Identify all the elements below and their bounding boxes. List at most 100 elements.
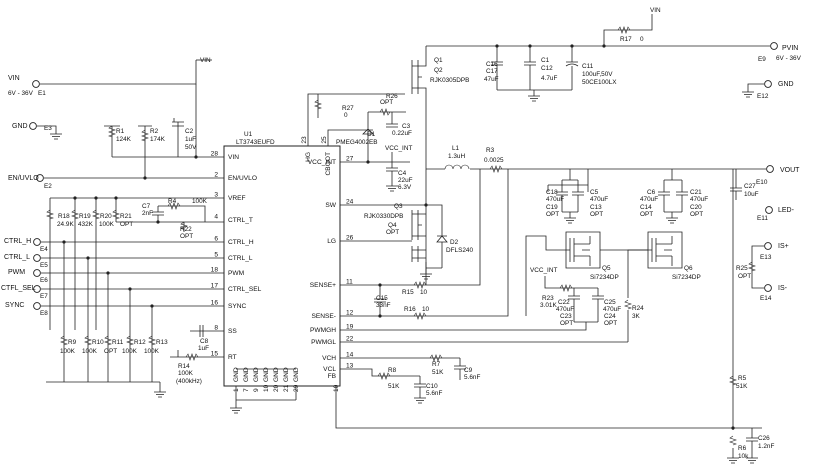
- terminal-e4[interactable]: [33, 238, 41, 246]
- c4-rating: 6.3V: [398, 184, 412, 191]
- c4-ref: C4: [398, 170, 407, 177]
- ic-pin-num-left: 8: [214, 325, 218, 332]
- c1-ref: C1: [541, 57, 550, 64]
- ic-pin-num-bottom: 21: [283, 384, 290, 392]
- r19-value: 432K: [78, 221, 94, 228]
- ic-pin-num-left: 17: [211, 283, 219, 290]
- net-label-vcc-int-1: VCC_INT: [385, 145, 412, 152]
- r12-ref: R12: [134, 339, 146, 346]
- r26-ref: R26: [386, 93, 398, 100]
- terminal-e10-id: E10: [756, 179, 768, 186]
- terminal-e12-id: E12: [757, 93, 769, 100]
- c5-ref: C5: [590, 189, 599, 196]
- r1-ref: R1: [116, 128, 125, 135]
- terminal-e8[interactable]: [33, 302, 41, 310]
- r25-value: OPT: [738, 273, 751, 280]
- r7-ref: R7: [432, 361, 441, 368]
- c14-ref: C14: [640, 204, 652, 211]
- c20-ref: C20: [690, 204, 702, 211]
- ic-pin-num-left: 16: [211, 300, 219, 307]
- c18-value: 470uF: [546, 196, 564, 203]
- ic-pin-name-left: VREF: [228, 195, 246, 202]
- ic-pin-num-fb: 10: [333, 384, 340, 392]
- c19-ref: C19: [546, 204, 558, 211]
- ic-pin-name-right: LG: [327, 238, 336, 245]
- r20-ref: R20: [100, 213, 112, 220]
- terminal-e7[interactable]: [33, 285, 41, 293]
- terminal-e2-id: E2: [44, 183, 52, 190]
- c12-value: 4.7uF: [541, 75, 557, 82]
- c26-ref: C26: [758, 435, 770, 442]
- c8-ref: C8: [200, 338, 209, 345]
- c6-value: 470uF: [640, 196, 658, 203]
- c5-value: 470uF: [590, 196, 608, 203]
- ic-pin-num-right: 19: [346, 324, 354, 331]
- ic-pin-name-left: SS: [228, 328, 237, 335]
- ic-pin-name-right: VCL: [323, 366, 336, 373]
- terminal-e1[interactable]: [32, 80, 40, 88]
- terminal-e7-id: E7: [40, 293, 48, 300]
- terminal-e2[interactable]: [36, 174, 44, 182]
- ic-pin-num-right: 26: [346, 235, 354, 242]
- c10-value: 5.6nF: [426, 390, 442, 397]
- c13-value: OPT: [590, 211, 603, 218]
- c22-value: 470uF: [556, 306, 574, 313]
- ic-pin-num-left: 2: [214, 172, 218, 179]
- q5-ref: Q5: [602, 265, 611, 272]
- c24-ref: C24: [604, 313, 616, 320]
- terminal-e9[interactable]: [770, 42, 778, 50]
- terminal-e10[interactable]: [766, 165, 774, 173]
- r1-value: 124K: [116, 136, 132, 143]
- d1-part: PMEG4002EB: [336, 139, 378, 146]
- r13-value: 100K: [144, 348, 160, 355]
- terminal-e8-net: SYNC: [5, 302, 24, 309]
- ic-pin-name-right: SENSE-: [311, 313, 336, 320]
- terminal-e14[interactable]: [764, 284, 772, 292]
- r4-value: 100K: [192, 198, 208, 205]
- ic-u1-part: LT3743EUFD: [236, 139, 275, 146]
- r3-ref: R3: [486, 147, 495, 154]
- q6-part: Si7234DP: [672, 274, 701, 281]
- ic-pin-name-bottom: GND: [233, 367, 240, 382]
- ic-pin-name-bottom: GND: [283, 367, 290, 382]
- c14-value: OPT: [640, 211, 653, 218]
- terminal-e13[interactable]: [764, 242, 772, 250]
- c7-ref: C7: [142, 203, 151, 210]
- r5-value: 51K: [736, 383, 748, 390]
- ic-u1-body: [223, 145, 341, 387]
- r2-value: 174K: [150, 136, 166, 143]
- c11-ref: C11: [582, 63, 594, 70]
- terminal-e9-id: E9: [758, 56, 766, 63]
- ic-pin-name-left: PWM: [228, 270, 244, 277]
- terminal-e6[interactable]: [33, 269, 41, 277]
- terminal-e3-id: E3: [44, 125, 52, 132]
- ic-pin-num-bottom: 10: [263, 384, 270, 392]
- terminal-e3[interactable]: [29, 122, 37, 130]
- r15-value: 10: [420, 289, 428, 296]
- r10-value: 100K: [82, 348, 98, 355]
- c4-value: 22uF: [398, 177, 413, 184]
- ic-pin-name-bottom: GND: [293, 367, 300, 382]
- terminal-e14-id: E14: [760, 295, 772, 302]
- terminal-e11[interactable]: [765, 206, 773, 214]
- c22-ref: C22: [558, 299, 570, 306]
- ic-pin-name-fb: FB: [328, 373, 337, 380]
- terminal-e12[interactable]: [764, 80, 772, 88]
- c6-ref: C6: [647, 189, 656, 196]
- q4-value: OPT: [386, 229, 399, 236]
- r16-value: 10: [422, 306, 430, 313]
- ic-pin-num-right: 24: [346, 199, 354, 206]
- ic-pin-num-bottom: 7: [243, 388, 250, 392]
- r27-value: 0: [344, 112, 348, 119]
- terminal-e5[interactable]: [33, 254, 41, 262]
- r15-ref: R15: [402, 289, 414, 296]
- r13-ref: R13: [156, 339, 168, 346]
- c9-value: 5.6nF: [464, 374, 480, 381]
- terminal-e6-id: E6: [40, 277, 48, 284]
- c10-ref: C10: [426, 383, 438, 390]
- r14-note: (400kHz): [176, 378, 202, 385]
- terminal-e2-net: EN/UVLO: [8, 175, 39, 182]
- ic-pin-num-left: 5: [214, 252, 218, 259]
- r9-ref: R9: [68, 339, 77, 346]
